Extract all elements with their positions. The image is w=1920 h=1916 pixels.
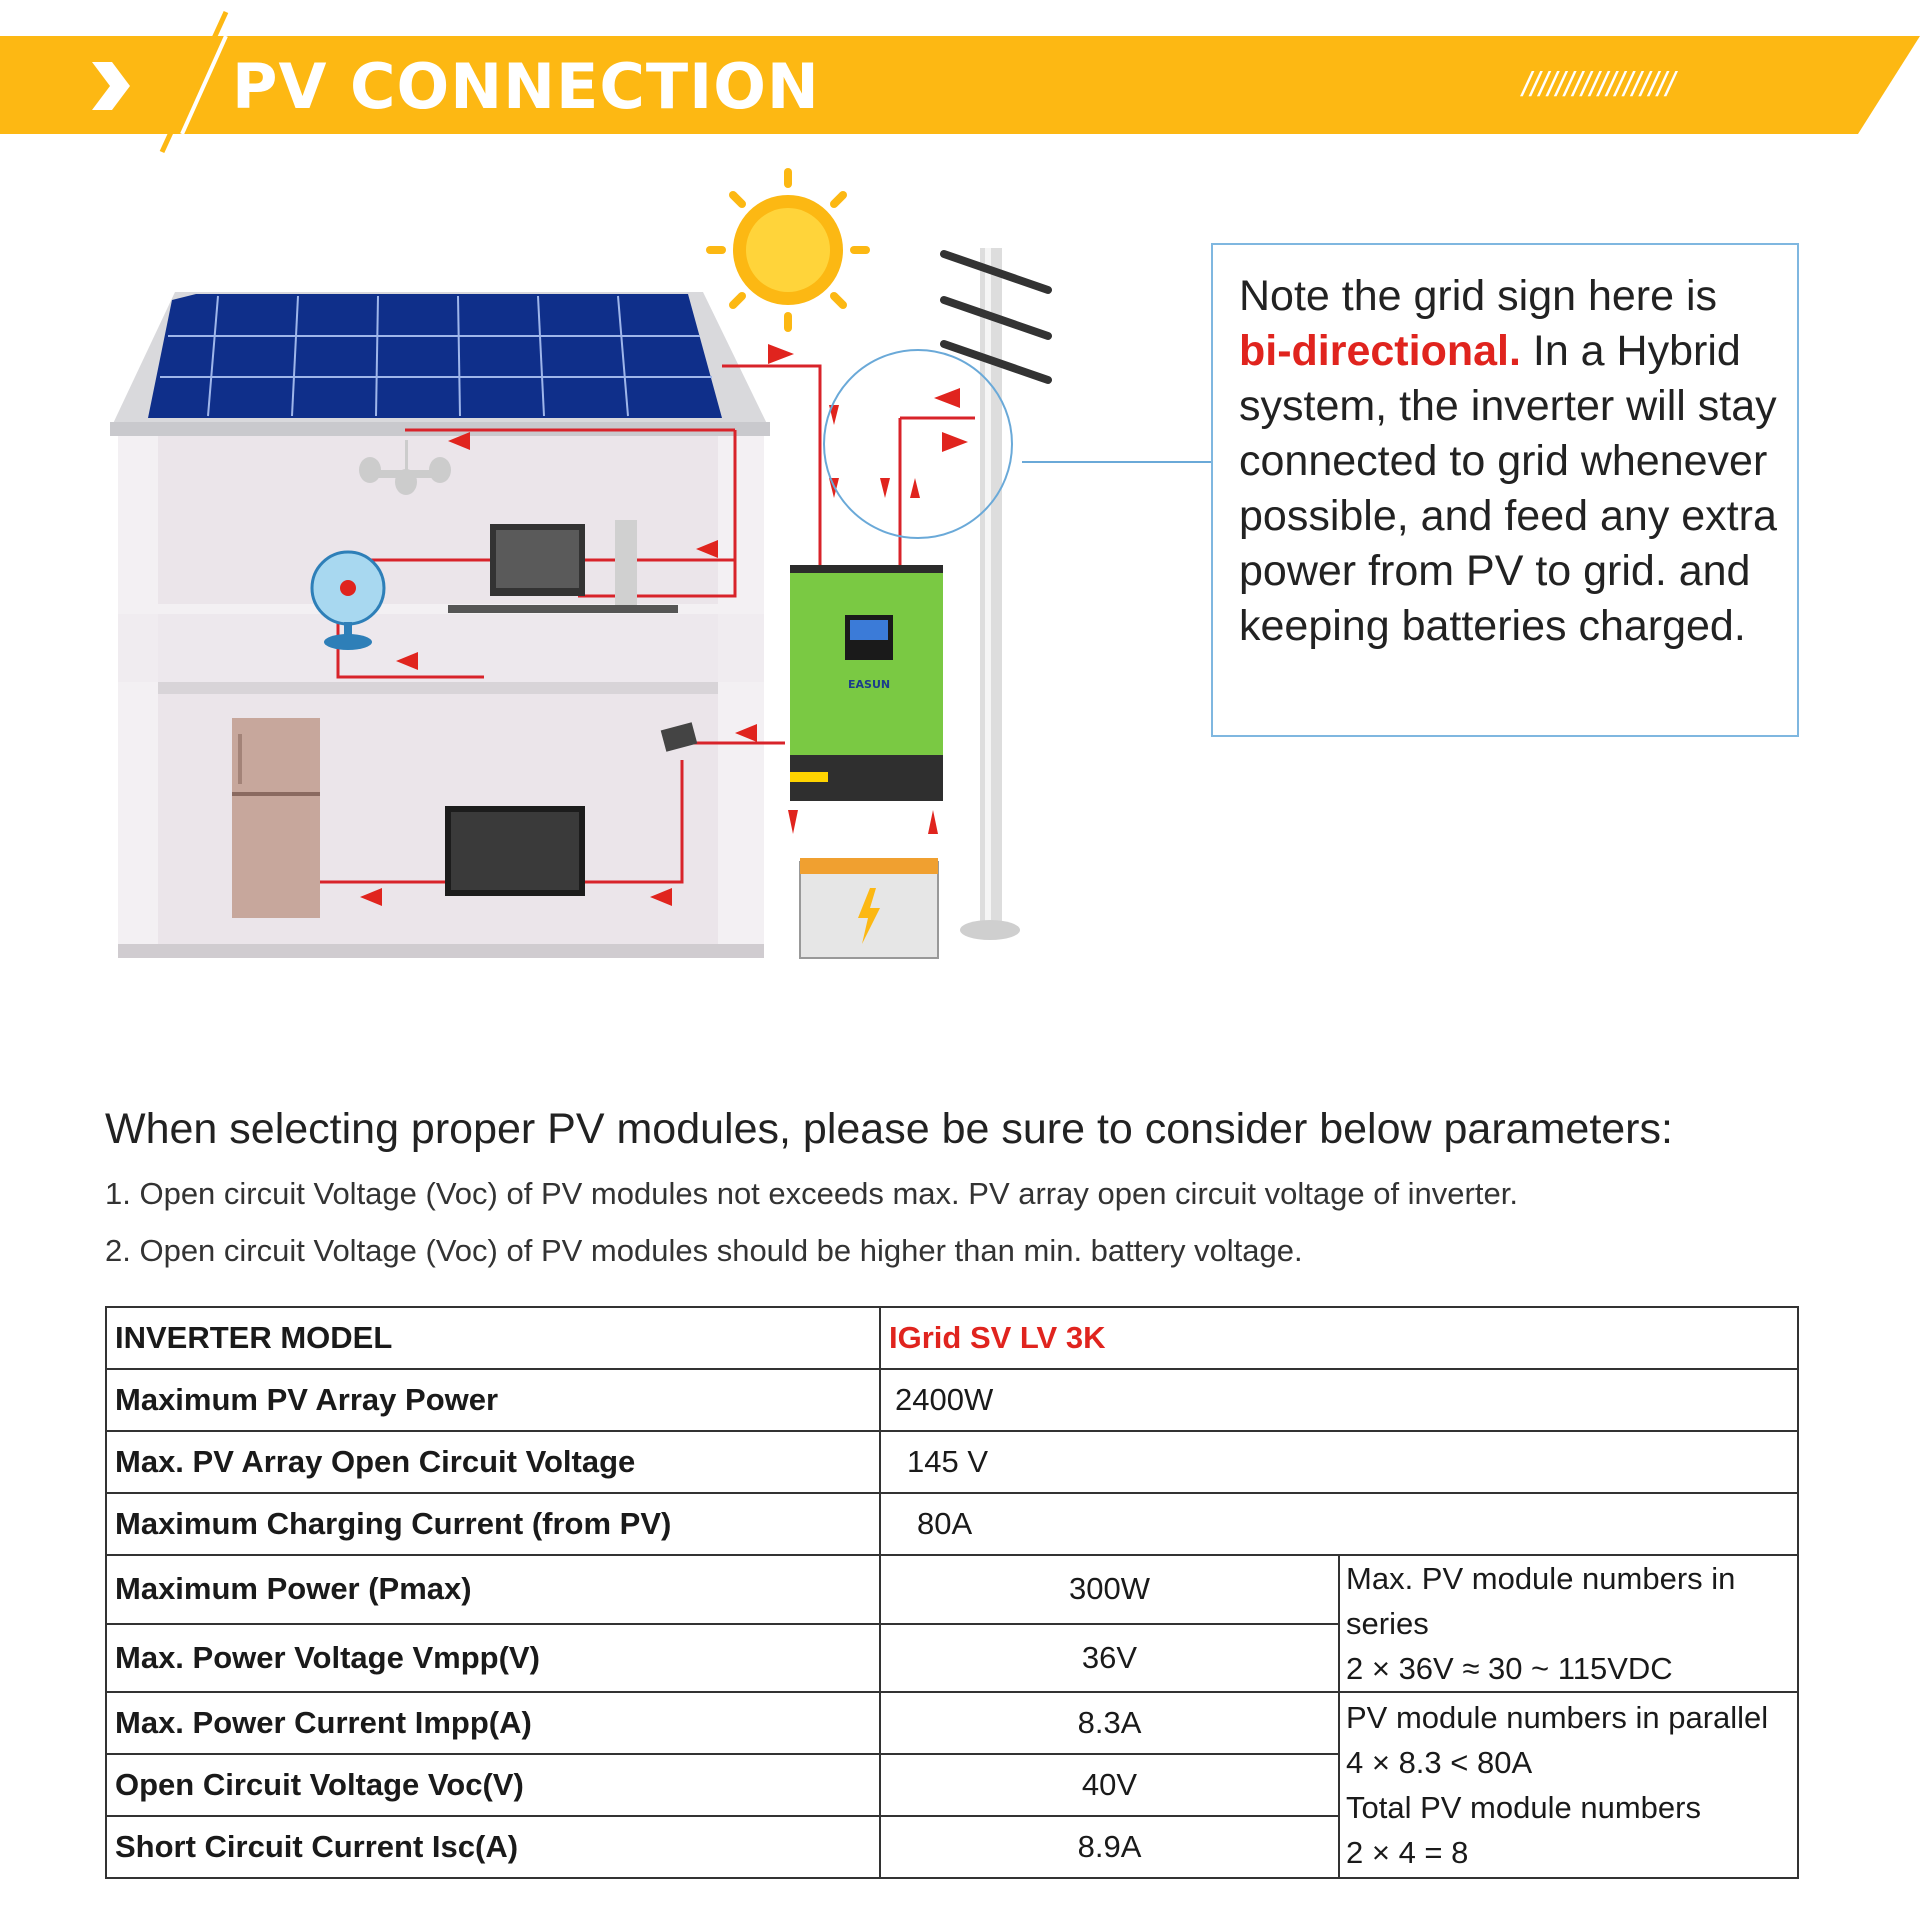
- chandelier-icon: [359, 440, 451, 495]
- chevron-icon: [92, 62, 130, 110]
- table-row: Maximum Power (Pmax) 300W Max. PV module…: [105, 1554, 1799, 1693]
- parallel-note-line4: 2 × 4 = 8: [1346, 1835, 1469, 1870]
- series-note-line2: 2 × 36V ≈ 30 ~ 115VDC: [1346, 1651, 1673, 1686]
- row-value: 80A: [879, 1492, 1799, 1556]
- note-highlight: bi-directional.: [1239, 327, 1521, 375]
- row-value: 36V: [879, 1622, 1340, 1693]
- note-line1: Note the grid sign here is: [1239, 272, 1718, 320]
- fridge-icon: [232, 718, 320, 918]
- row-value: 8.9A: [879, 1815, 1340, 1879]
- series-note-line1: Max. PV module numbers in series: [1346, 1561, 1736, 1641]
- note-rest: In a Hybrid system, the inverter will st…: [1239, 327, 1777, 650]
- row-value: 145 V: [879, 1430, 1799, 1494]
- header-decoration: //////////////////: [1522, 66, 1675, 104]
- system-illustration: EASUN: [110, 168, 1052, 959]
- table-row: Maximum Charging Current (from PV) 80A: [105, 1492, 1799, 1556]
- row-value: 2400W: [879, 1368, 1799, 1432]
- note-text: Note the grid sign here is bi-directiona…: [1239, 269, 1777, 654]
- breaker-icon: [660, 722, 698, 752]
- spec-table: INVERTER MODEL IGrid SV LV 3K Maximum PV…: [105, 1306, 1799, 1879]
- note-box: Note the grid sign here is bi-directiona…: [1211, 243, 1799, 737]
- model-value: IGrid SV LV 3K: [879, 1306, 1799, 1370]
- inverter-brand: EASUN: [848, 678, 890, 691]
- row-value: 8.3A: [879, 1691, 1340, 1755]
- params-item-2: 2. Open circuit Voltage (Voc) of PV modu…: [105, 1233, 1303, 1268]
- row-label: Max. Power Voltage Vmpp(V): [105, 1622, 881, 1693]
- table-row: Max. Power Voltage Vmpp(V) 36V: [105, 1622, 1798, 1693]
- page-title: PV CONNECTION: [232, 50, 820, 123]
- parallel-note-line1: PV module numbers in parallel: [1346, 1700, 1769, 1735]
- header-banner: [0, 10, 1920, 154]
- row-value: 300W: [879, 1554, 1340, 1625]
- flow-arrows: [360, 344, 968, 906]
- table-row: Short Circuit Current Isc(A) 8.9A: [105, 1815, 1798, 1879]
- table-row: INVERTER MODEL IGrid SV LV 3K: [105, 1306, 1799, 1370]
- solar-panel-icon: [148, 294, 722, 418]
- params-item-1: 1. Open circuit Voltage (Voc) of PV modu…: [105, 1176, 1518, 1211]
- sun-icon: [706, 168, 870, 332]
- inverter-icon: EASUN: [790, 565, 943, 801]
- tv-icon: [445, 806, 585, 896]
- grid-connection-highlight: [823, 349, 1013, 539]
- table-row: Max. Power Current Impp(A) 8.3A PV modul…: [105, 1691, 1799, 1879]
- utility-pole-icon: [940, 248, 1052, 940]
- row-label: Open Circuit Voltage Voc(V): [105, 1753, 881, 1817]
- fan-icon: [310, 550, 386, 650]
- parallel-note: PV module numbers in parallel 4 × 8.3 < …: [1338, 1691, 1799, 1879]
- model-label: INVERTER MODEL: [105, 1306, 881, 1370]
- parallel-note-line3: Total PV module numbers: [1346, 1790, 1701, 1825]
- table-row: Max. PV Array Open Circuit Voltage 145 V: [105, 1430, 1799, 1494]
- table-row: Open Circuit Voltage Voc(V) 40V: [105, 1753, 1798, 1817]
- row-label: Short Circuit Current Isc(A): [105, 1815, 881, 1879]
- battery-icon: [799, 858, 939, 959]
- parallel-note-line2: 4 × 8.3 < 80A: [1346, 1745, 1533, 1780]
- row-label: Max. PV Array Open Circuit Voltage: [105, 1430, 881, 1494]
- row-label: Maximum PV Array Power: [105, 1368, 881, 1432]
- row-label: Maximum Power (Pmax): [105, 1554, 881, 1625]
- row-value: 40V: [879, 1753, 1340, 1817]
- series-note: Max. PV module numbers in series 2 × 36V…: [1338, 1554, 1799, 1693]
- note-connector: [1022, 461, 1212, 463]
- row-label: Maximum Charging Current (from PV): [105, 1492, 881, 1556]
- row-label: Max. Power Current Impp(A): [105, 1691, 881, 1755]
- computer-icon: [448, 520, 678, 613]
- params-heading: When selecting proper PV modules, please…: [105, 1105, 1673, 1153]
- table-row: Maximum PV Array Power 2400W: [105, 1368, 1799, 1432]
